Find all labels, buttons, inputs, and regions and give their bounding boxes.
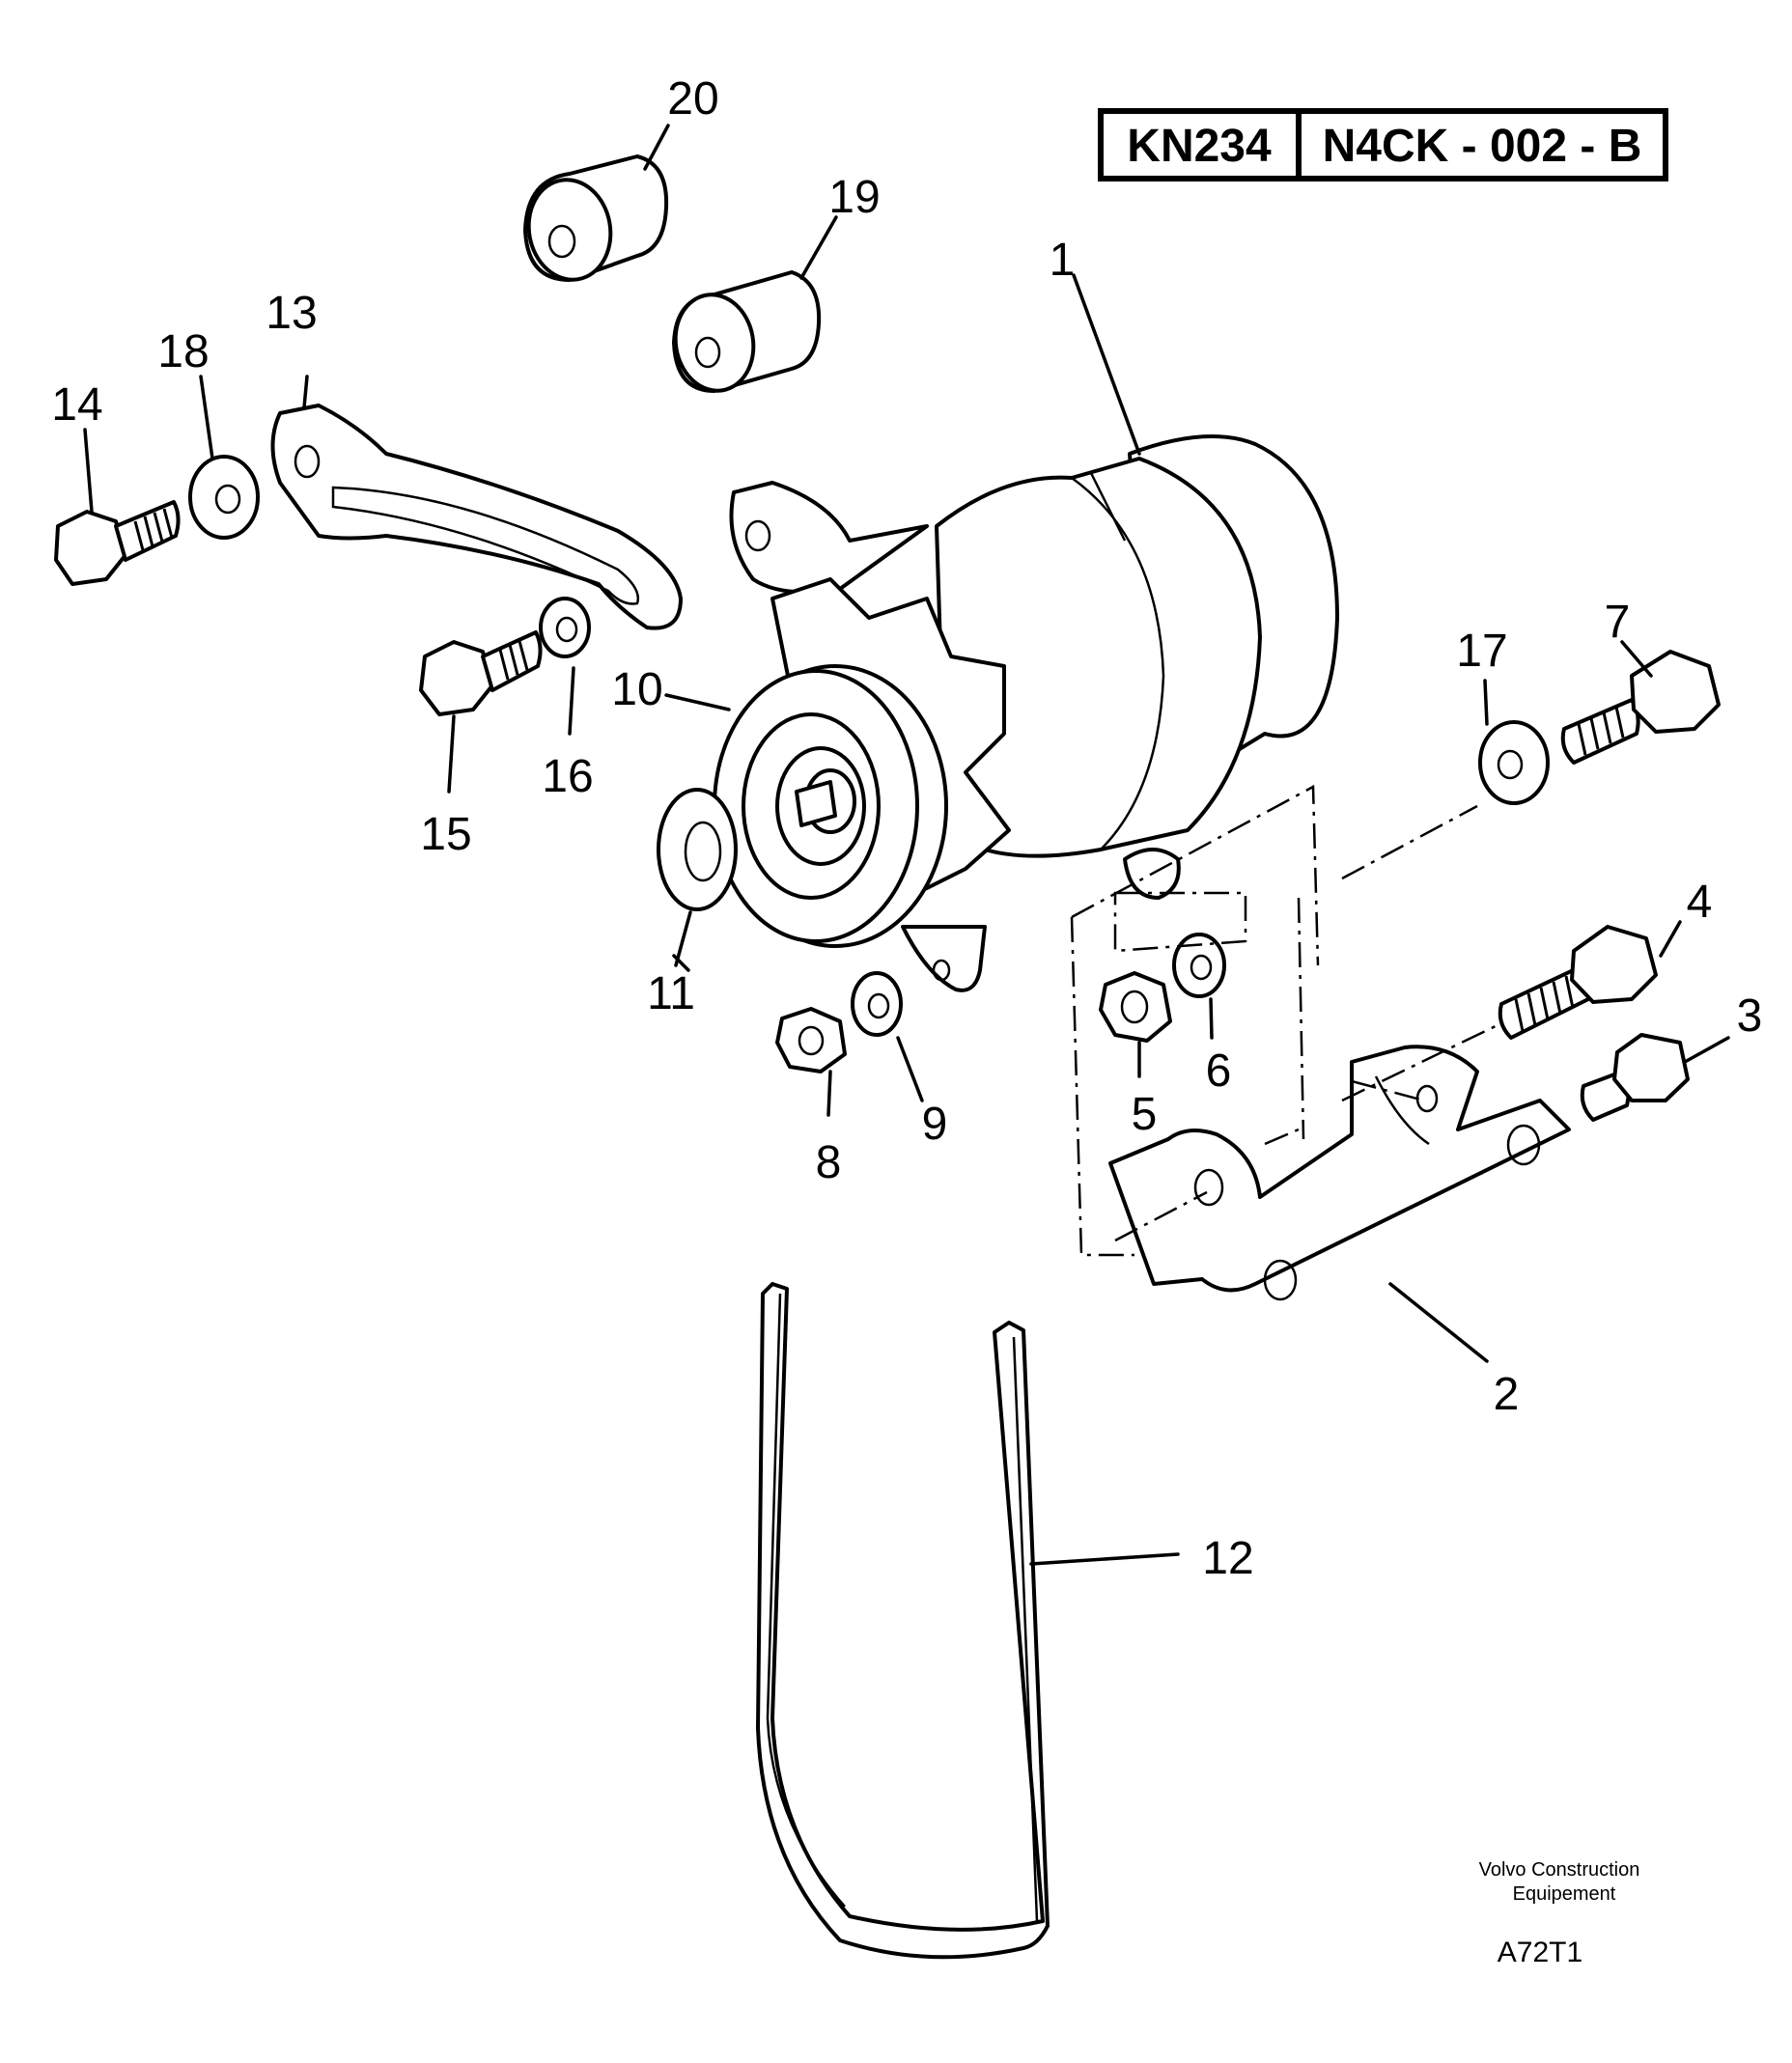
part-20-bushing [523,154,669,282]
part-15-bolt [419,630,543,716]
credit-line-2: Equipement [1513,1883,1616,1905]
callout-12: 12 [1202,1533,1253,1584]
callout-6: 6 [1206,1045,1232,1097]
credit-line-1: Volvo Construction [1479,1859,1640,1881]
header-ref-box: KN234 N4CK - 002 - B [1098,108,1668,181]
part-10-pulley [713,664,948,948]
part-17-washer [1478,720,1550,805]
callout-8: 8 [816,1137,842,1188]
part-8-nut [775,1007,847,1073]
part-3-bolt [1580,1033,1690,1122]
callout-3: 3 [1737,990,1763,1042]
ref-code: KN234 [1127,121,1272,172]
part-16-lock-washer [539,597,591,658]
callout-13: 13 [266,288,317,339]
footer-credit: Volvo Construction Equipement A72T1 [1479,1859,1640,1968]
callout-17: 17 [1456,626,1507,677]
callout-2: 2 [1494,1369,1520,1420]
assembly-lines [1070,784,1502,1257]
callout-5: 5 [1132,1089,1158,1140]
part-1-alternator [729,434,1339,992]
callout-1: 1 [1050,235,1076,286]
callout-10: 10 [611,664,662,715]
part-2-bracket [1108,1045,1571,1301]
part-12-v-belt [756,1282,1050,1960]
callout-15: 15 [420,809,471,860]
callout-labels: 1 2 3 4 5 6 7 8 9 10 11 12 13 14 15 16 1… [51,73,1762,1584]
drawing-code: N4CK - 002 - B [1323,121,1642,172]
callout-11: 11 [647,968,695,1019]
part-4-bolt [1498,925,1658,1040]
callout-16: 16 [542,751,593,802]
part-7-bolt [1560,650,1721,765]
callout-14: 14 [51,379,102,431]
callout-4: 4 [1687,877,1713,928]
part-13-bracket [270,404,683,630]
part-18-washer [188,455,260,540]
callout-7: 7 [1605,597,1631,648]
callout-20: 20 [667,73,718,125]
callout-9: 9 [922,1099,948,1150]
part-9-lock-washer [851,971,903,1037]
callout-19: 19 [828,172,880,223]
part-6-lock-washer [1172,933,1226,998]
part-11-washer [657,788,738,911]
part-5-nut [1099,971,1172,1043]
part-14-bolt [54,500,181,586]
image-code: A72T1 [1498,1937,1582,1968]
leader-lines [83,124,1730,1566]
callout-18: 18 [157,326,209,377]
part-19-bushing [672,270,822,393]
